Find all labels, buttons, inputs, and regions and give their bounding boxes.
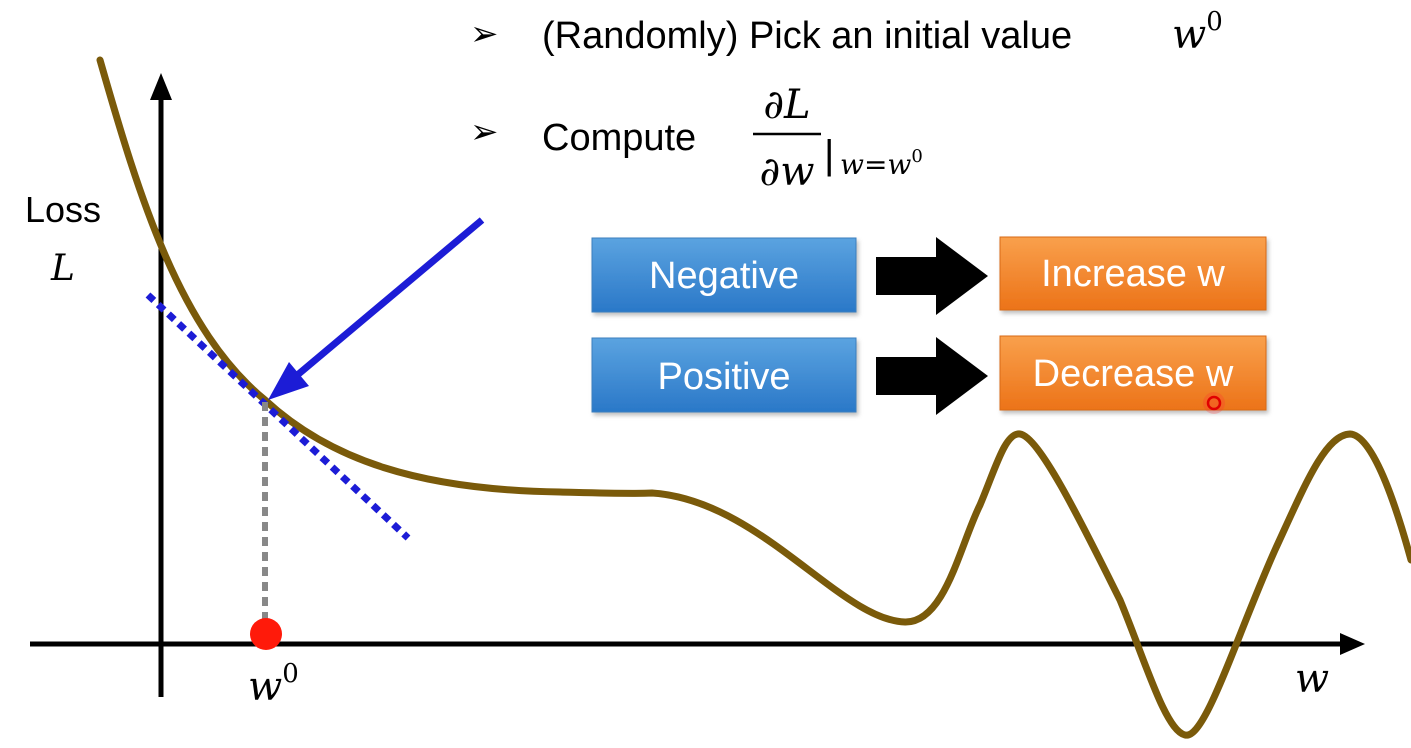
bullet-math-base: w [1172, 12, 1206, 58]
bullet-marker: ➢ [470, 113, 499, 151]
y-axis-label-loss: Loss [25, 189, 101, 230]
evaluation-subscript-var: w=w [840, 148, 911, 181]
point-label: w0 [248, 659, 299, 710]
bullet-marker: ➢ [470, 15, 499, 53]
condition-box-positive [591, 337, 857, 413]
action-box-decrease [999, 335, 1267, 411]
bullet-pick-initial: ➢ (Randomly) Pick an initial value w0 [470, 7, 1223, 58]
pointer-arrow-shaft [292, 217, 485, 380]
pointer-arrowhead [268, 362, 309, 400]
condition-box-negative [591, 237, 857, 313]
bullet-text: Compute [542, 117, 696, 159]
evaluation-bar: | [824, 133, 834, 177]
bullet-text: (Randomly) Pick an initial value [542, 15, 1072, 57]
x-axis-label: w [1295, 656, 1329, 702]
y-axis-arrowhead [150, 73, 172, 100]
y-axis-label-L: L [50, 248, 75, 289]
pointer-arrow [268, 217, 485, 400]
bullet-math-sup: 0 [1206, 7, 1223, 37]
laser-pointer-icon [1203, 392, 1225, 414]
evaluation-subscript: w=w0 [840, 146, 923, 181]
point-label-base: w [248, 664, 282, 710]
point-label-sup: 0 [282, 659, 299, 689]
rule-negative: Negative Increase w [591, 236, 1267, 315]
axes [30, 73, 1365, 697]
rule-arrow-positive [876, 337, 988, 415]
rule-arrow-negative [876, 237, 988, 315]
evaluation-subscript-sup: 0 [911, 146, 922, 167]
bullet-compute: ➢ Compute ∂L ∂w | w=w0 [470, 82, 923, 195]
fraction-denominator: ∂w [760, 149, 815, 195]
fraction-numerator: ∂L [763, 82, 810, 128]
action-label-decrease: Decrease w [1033, 353, 1234, 395]
loss-curve [96, 56, 1411, 739]
condition-label-negative: Negative [649, 255, 799, 297]
initial-point [250, 618, 282, 650]
action-box-increase [999, 236, 1267, 311]
tangent-line [145, 292, 411, 541]
condition-label-positive: Positive [657, 356, 790, 398]
bullet-math: w0 [1172, 7, 1223, 58]
x-axis-arrowhead [1340, 633, 1365, 655]
action-label-increase: Increase w [1041, 253, 1225, 295]
rule-positive: Positive Decrease w [591, 335, 1267, 415]
